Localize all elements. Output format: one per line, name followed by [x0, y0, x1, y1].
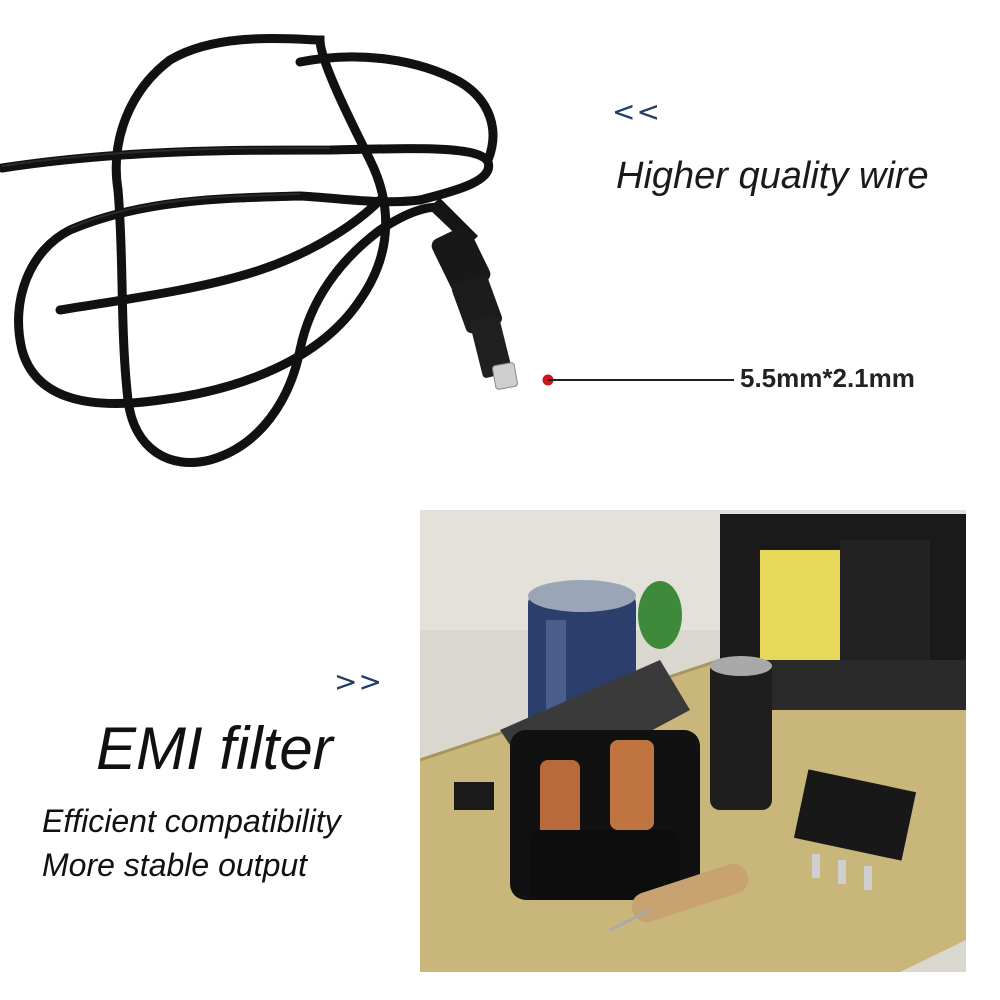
cable-highlights [1, 147, 331, 229]
emi-filter-title: EMI filter [96, 715, 333, 782]
feature-line: Efficient compatibility [42, 803, 341, 839]
diode [454, 782, 494, 810]
cable-loops [0, 33, 498, 467]
connector-size-label: 5.5mm*2.1mm [740, 363, 915, 393]
emi-filter-board-image [420, 510, 966, 972]
ic-chip [793, 769, 917, 890]
dc-cable-image [0, 33, 518, 467]
small-capacitor [710, 656, 772, 810]
dc-plug [428, 198, 518, 390]
green-capacitor [638, 581, 682, 649]
wire-caption: Higher quality wire [616, 155, 929, 197]
chevron-left-icon: << [612, 95, 661, 128]
feature-line: More stable output [42, 847, 308, 883]
chevron-right-icon: >> [334, 665, 383, 698]
connector-pointer [542, 374, 734, 386]
resistor [609, 863, 749, 932]
common-mode-choke [500, 660, 700, 900]
